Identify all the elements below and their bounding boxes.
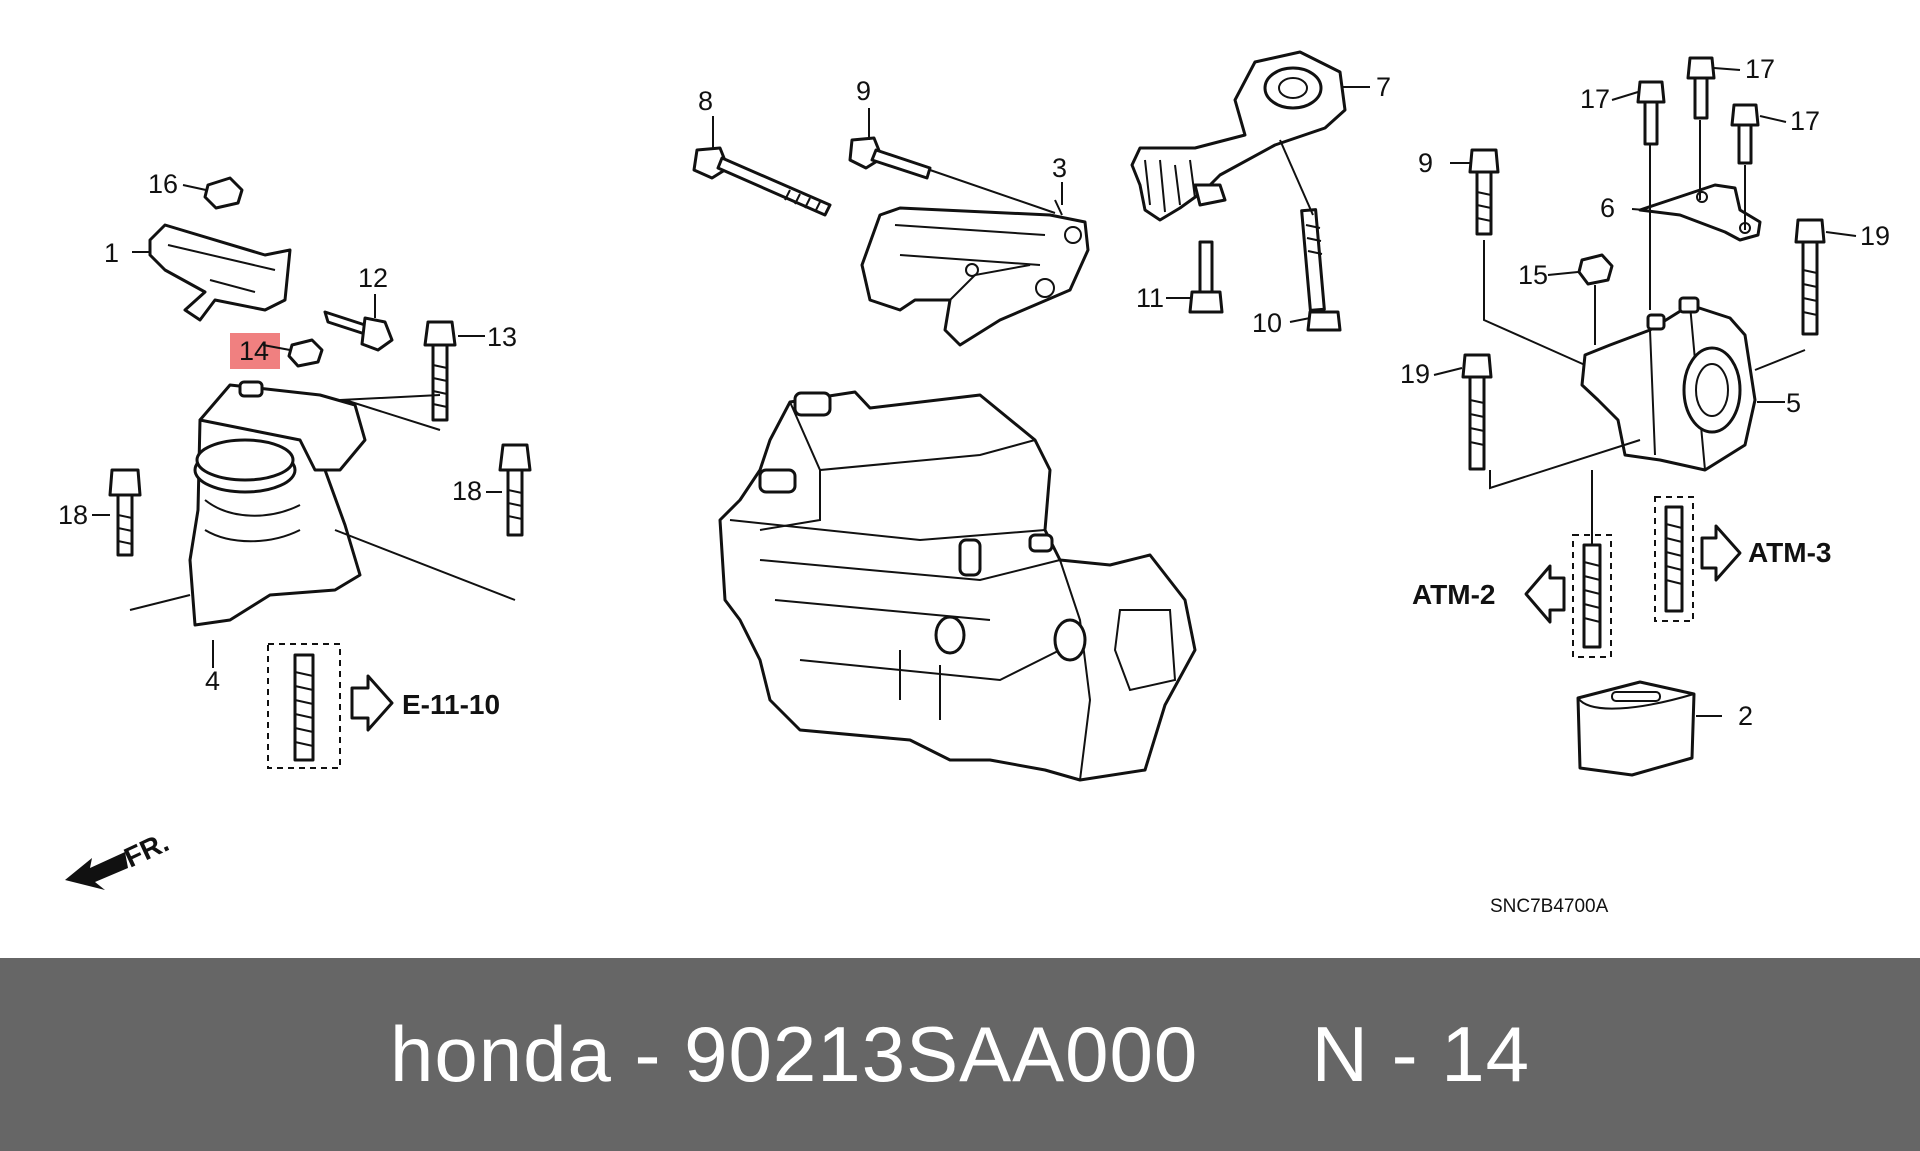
part-16-nut (203, 176, 244, 210)
callout-3: 3 (1052, 153, 1067, 183)
part-12-bolt (323, 310, 370, 337)
part-17-bolt-c (1730, 103, 1760, 165)
part-15-nut (1577, 253, 1614, 286)
footer-bar: honda - 90213SAA000 N - 14 (0, 958, 1920, 1151)
callout-2: 2 (1738, 701, 1753, 731)
part-4-mount-top (198, 383, 367, 472)
stud-e-box (267, 643, 341, 769)
part-17-bolt-b (1686, 56, 1716, 120)
stud-e (293, 653, 315, 762)
callout-labels: 1 2 3 4 5 6 7 8 9 9 10 11 12 13 14 15 16… (58, 54, 1890, 731)
part-8-bolt (692, 146, 832, 217)
engine-mount-assembly-left (108, 176, 532, 769)
callout-17-c: 17 (1790, 106, 1820, 136)
ref-e-11-10: E-11-10 (402, 689, 500, 720)
callout-14: 14 (239, 336, 269, 366)
part-13-bolt (423, 320, 457, 422)
part-9-bolt-right (1468, 148, 1500, 236)
part-19-bolt-upper (1794, 218, 1826, 336)
callout-18-left: 18 (58, 500, 88, 530)
center-upper-brackets (692, 136, 1090, 347)
ref-atm-3: ATM-3 (1748, 537, 1831, 568)
atm3-ref-arrow (1700, 524, 1742, 582)
callout-1: 1 (104, 238, 119, 268)
engine-outline (718, 390, 1197, 782)
callout-6: 6 (1600, 193, 1615, 223)
stud-atm3 (1664, 505, 1684, 613)
stud-atm3-box (1654, 496, 1694, 622)
torque-rod-assembly (1130, 50, 1347, 332)
callout-16: 16 (148, 169, 178, 199)
callout-19-right: 19 (1860, 221, 1890, 251)
part-18-bolt-left (108, 468, 142, 557)
callout-8: 8 (698, 86, 713, 116)
part-11-bolt (1188, 240, 1224, 314)
callout-4: 4 (205, 666, 220, 696)
part-10-bolt (1300, 208, 1342, 332)
transmission-mount-assembly-right (1461, 56, 1826, 777)
part-17-bolt-a (1636, 80, 1666, 146)
callout-13: 13 (487, 322, 517, 352)
atm2-ref-arrow (1524, 564, 1566, 624)
callout-17-b: 17 (1745, 54, 1775, 84)
part-18-bolt-right (498, 443, 532, 537)
callout-7: 7 (1376, 72, 1391, 102)
callout-17-a: 17 (1580, 84, 1610, 114)
diagram-code: SNC7B4700A (1490, 896, 1609, 917)
callout-11: 11 (1136, 283, 1164, 313)
part-3-bracket (860, 206, 1090, 347)
part-14-nut (287, 338, 324, 368)
part-19-bolt-lower (1461, 353, 1493, 471)
part-2-cushion (1576, 680, 1696, 777)
callout-9-center: 9 (856, 76, 871, 106)
part-1-bracket (148, 223, 292, 322)
engine-block (718, 390, 1197, 782)
stud-atm2 (1582, 543, 1602, 649)
front-direction-indicator: FR. (65, 826, 173, 890)
e-ref-arrow (350, 674, 394, 732)
callout-5: 5 (1786, 388, 1801, 418)
highlight-box (230, 333, 280, 369)
stud-atm2-box (1572, 534, 1612, 658)
callout-10: 10 (1252, 308, 1282, 338)
callout-12: 12 (358, 263, 388, 293)
front-arrow (65, 852, 128, 890)
part-9-bolt-center (848, 136, 932, 180)
ref-atm-2: ATM-2 (1412, 579, 1495, 610)
parts-diagram: FR. 1 2 3 4 5 6 7 8 9 9 10 11 12 13 14 1… (58, 50, 1891, 917)
callout-15: 15 (1518, 260, 1548, 290)
footer-part-label: honda - 90213SAA000 N - 14 (389, 1010, 1531, 1098)
callout-19-left: 19 (1400, 359, 1430, 389)
part-12-bolt-head (360, 316, 394, 352)
callout-18-right: 18 (452, 476, 482, 506)
callout-9-right: 9 (1418, 148, 1433, 178)
